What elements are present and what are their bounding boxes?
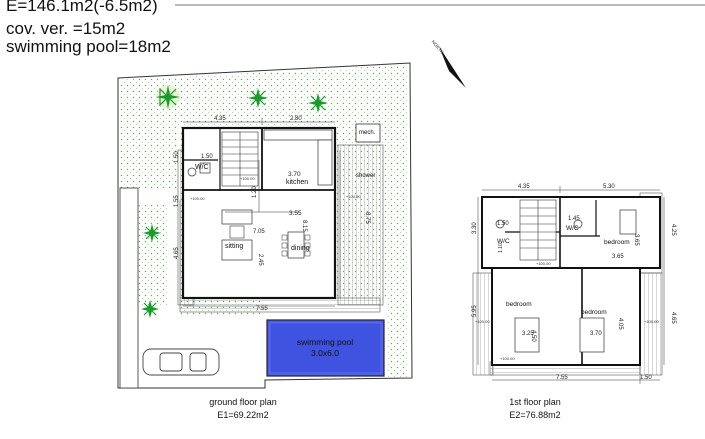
- ff-dim-bottom-extra: 1.50: [640, 375, 652, 381]
- deck-right: [337, 144, 384, 306]
- ff-level-1: +100.00: [536, 261, 551, 266]
- ff-dim-bed1-width: 3.25: [522, 331, 534, 337]
- ff-dim-bed2-height: 4.05: [617, 318, 623, 330]
- ground-floor-caption: ground floor plan: [209, 397, 277, 407]
- first-floor-caption: 1st floor plan: [509, 397, 561, 407]
- tree-icon: [248, 88, 268, 108]
- ff-dim-small-wc: 1.10: [498, 243, 504, 253]
- left-strip: [119, 187, 139, 389]
- ground-floor-area: E1=69.22m2: [217, 410, 269, 420]
- gf-level-2: +100.00: [190, 196, 205, 201]
- ff-dim-left-bottom: 5.95: [472, 305, 478, 317]
- gf-room-wc: W/C: [195, 164, 209, 171]
- ff-dim-bed2-width: 3.70: [590, 331, 602, 337]
- ff-room-bedroom1: bedroom: [604, 239, 630, 246]
- gf-level-3: +100.50: [346, 194, 361, 199]
- bed: [619, 209, 637, 235]
- gf-dim-left-height: 4.65: [174, 247, 180, 259]
- ff-dim-bed1-height: 4.50: [530, 330, 536, 342]
- north-label: NORTH: [431, 39, 445, 54]
- garden-area-br: [388, 300, 408, 378]
- pool-size: 3.0x6.0: [311, 348, 339, 358]
- north-arrow-icon: NORTH: [431, 39, 466, 88]
- tree-icon: [143, 224, 161, 242]
- first-floor-area: E2=76.88m2: [509, 410, 561, 420]
- deck-bottom: [179, 297, 381, 313]
- ff-level-4: +100.00: [500, 356, 515, 361]
- gf-dim-wc-width: 1.50: [201, 154, 213, 160]
- gf-dim-interior-mid: 7.05: [253, 229, 265, 235]
- ff-dim-right-bottom: 4.65: [670, 312, 676, 324]
- balcony-right: [639, 272, 663, 376]
- ff-room-wc2: W/C: [566, 225, 579, 232]
- ff-room-bedroom2: bedroom: [506, 301, 532, 308]
- gf-dim-main-height: 8.15: [301, 220, 307, 232]
- gf-dim-bottom-width: 7.55: [256, 306, 268, 312]
- covered-veranda-label: cov. ver. =15m2: [6, 19, 126, 38]
- gf-dim-mid-small: 2.45: [257, 254, 263, 266]
- ff-level-2: +100.00: [475, 319, 490, 324]
- ff-level-3: +100.00: [644, 319, 659, 324]
- gf-dim-main-width: 3.55: [289, 210, 302, 217]
- coffee-table: [229, 225, 245, 239]
- ground-staircase: [221, 131, 259, 187]
- gf-room-dining: dining: [291, 245, 310, 252]
- ff-dim-left-top: 3.30: [472, 222, 478, 234]
- ff-room-bedroom3: bedroom: [581, 309, 607, 316]
- ff-dim-side-right-top: 4.25: [670, 224, 676, 236]
- ff-room-wc1: W/C: [497, 238, 510, 245]
- ground-house-outline: [181, 126, 337, 300]
- gf-dim-right-height: 8.75: [364, 212, 370, 224]
- sofa: [221, 239, 253, 261]
- gf-dim-stair-gap: 1.20: [252, 186, 258, 198]
- gf-dim-top-right: 2.80: [290, 116, 302, 122]
- tree-icon: [308, 93, 328, 113]
- pool-label: swimming pool: [297, 337, 353, 347]
- ff-dim-bottom-width: 7.55: [556, 375, 568, 381]
- gf-level-1: +100.00: [240, 176, 255, 181]
- swimming-pool-area-label: swimming pool=18m2: [6, 37, 171, 56]
- total-area-label: E=146.1m2(-6.5m2): [6, 0, 158, 15]
- ground-floor-plan: [117, 62, 413, 389]
- first-staircase: [519, 199, 557, 261]
- gf-room-sitting: sitting: [225, 243, 243, 250]
- tree-icon: [141, 300, 159, 318]
- ff-dim-wc2-width: 1.45: [568, 216, 580, 222]
- mech-room: [355, 123, 381, 143]
- gf-dim-kitchen-width: 3.70: [288, 171, 301, 178]
- gf-dim-wc-height: 1.50: [174, 151, 180, 163]
- car-icon: [142, 348, 220, 376]
- ff-dim-wc-width: 1.50: [497, 221, 509, 227]
- first-floor-plan: [472, 186, 665, 384]
- balcony-left: [472, 272, 494, 376]
- gf-room-shower: shower: [356, 173, 375, 179]
- ff-dim-top-left: 4.35: [518, 184, 530, 190]
- ff-dim-top-right: 5.30: [603, 184, 615, 190]
- gf-dim-side-left: 1.55: [174, 195, 180, 207]
- garden-strip: [138, 205, 168, 305]
- tree-icon: [156, 85, 180, 109]
- gf-room-mech: mech.: [359, 130, 376, 136]
- bed: [579, 317, 605, 353]
- ff-dim-bedroom-height: 3.65: [633, 234, 639, 246]
- garden-area-left: [120, 130, 178, 188]
- sofa: [221, 209, 253, 225]
- bed: [514, 317, 540, 353]
- gf-room-kitchen: kitchen: [286, 179, 308, 186]
- dining-table: [287, 231, 305, 259]
- ff-dim-bedroom-width: 3.65: [612, 254, 624, 260]
- gf-dim-top-left: 4.35: [214, 116, 226, 122]
